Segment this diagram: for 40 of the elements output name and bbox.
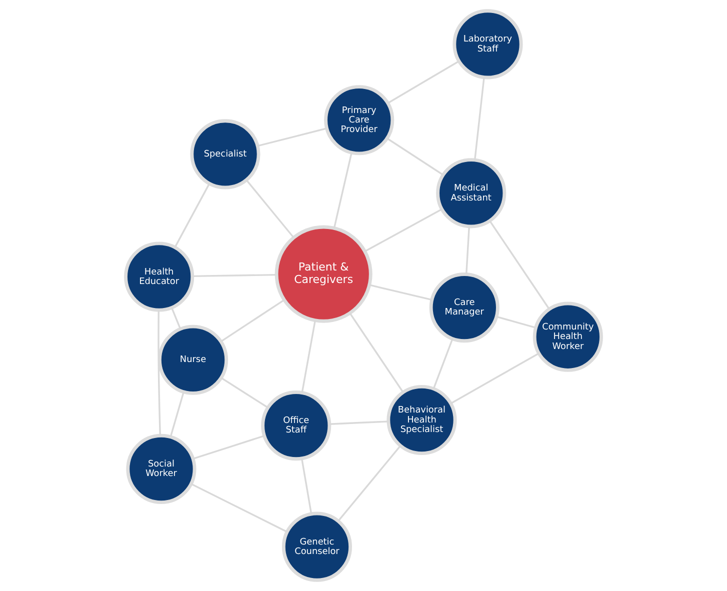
node-circle: Primary Care Provider — [324, 85, 394, 156]
connector — [192, 274, 276, 278]
connector — [170, 307, 182, 330]
node-circle: Specialist — [190, 119, 260, 190]
connector — [192, 434, 265, 460]
node-circle: Care Manager — [429, 272, 500, 343]
node-circle: Nurse — [158, 324, 228, 395]
connector — [474, 77, 485, 160]
connector — [170, 392, 184, 438]
connector — [386, 138, 444, 176]
connector — [450, 352, 540, 404]
connector — [489, 220, 550, 310]
connector — [338, 445, 402, 522]
connector — [220, 299, 285, 342]
connector — [220, 377, 268, 408]
node-circle: Health Educator — [124, 242, 194, 312]
connector — [432, 338, 454, 389]
connector — [246, 180, 294, 238]
node-circle: Laboratory Staff — [452, 9, 523, 80]
connector — [300, 458, 312, 514]
node-circle: Behavioral Health Specialist — [386, 384, 457, 456]
connector — [329, 420, 388, 425]
connector — [465, 226, 470, 274]
connector — [158, 310, 161, 436]
connector — [174, 183, 210, 248]
connector — [369, 284, 432, 301]
connector — [387, 60, 460, 104]
node-circle: Social Worker — [126, 434, 196, 504]
node-circle: Community Health Worker — [532, 302, 603, 372]
connector — [364, 208, 442, 252]
connector — [349, 312, 404, 393]
connector — [301, 320, 316, 393]
node-circle: Patient & Caregivers — [274, 225, 372, 323]
node-circle: Medical Assistant — [436, 158, 506, 228]
node-circle: Genetic Counselor — [282, 512, 352, 582]
connector — [333, 152, 352, 228]
node-circle: Office Staff — [261, 390, 332, 461]
connector — [496, 316, 536, 329]
connector — [190, 483, 288, 533]
connector — [257, 128, 327, 147]
